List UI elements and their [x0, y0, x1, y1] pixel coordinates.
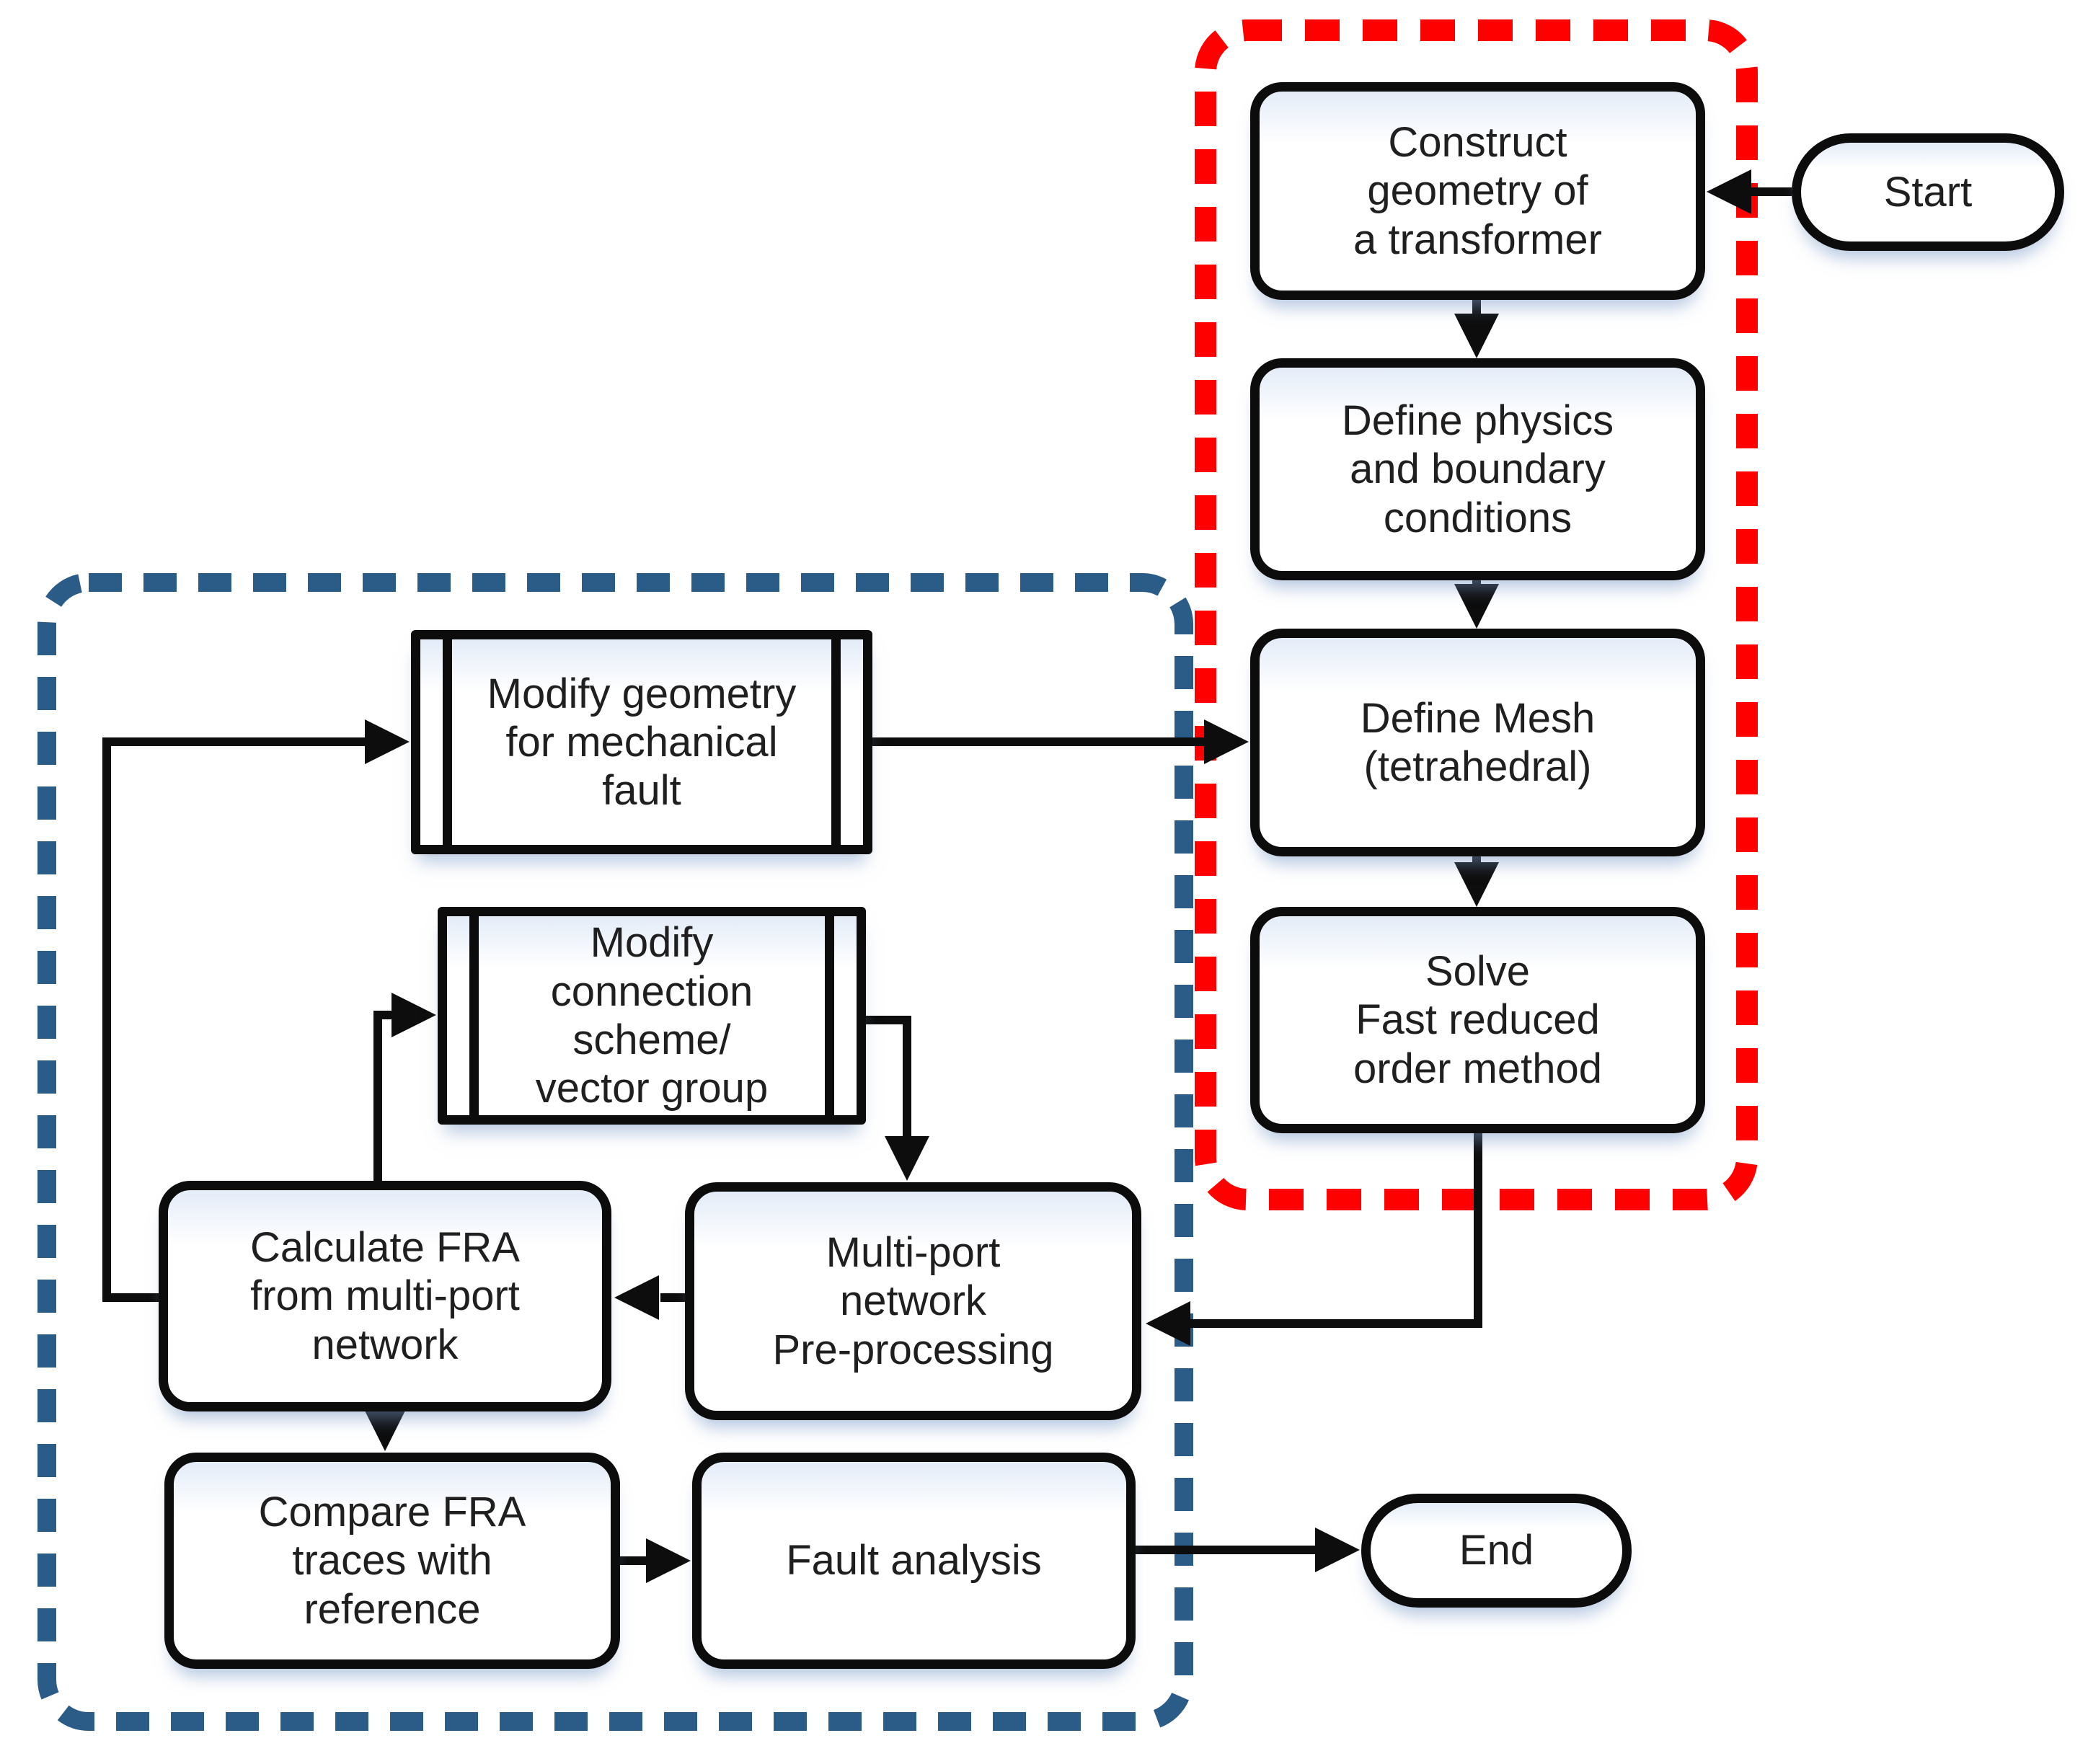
node-label: Solve Fast reduced order method: [1353, 948, 1602, 1092]
node-define-mesh: Define Mesh (tetrahedral): [1250, 629, 1705, 856]
arrowhead-calculate-to-compare: [363, 1406, 407, 1451]
node-modify-connection: Modify connection scheme/ vector group: [438, 907, 866, 1125]
node-modify-geometry: Modify geometry for mechanical fault: [411, 630, 872, 854]
arrowhead-calculate-to-modify-geometry: [365, 719, 410, 764]
node-label: End: [1459, 1527, 1534, 1574]
connector-calculate-to-modify-connection: [373, 1011, 393, 1181]
arrowhead-multiport-to-calculate: [614, 1275, 659, 1320]
arrowhead-solve-to-multiport: [1146, 1301, 1190, 1346]
node-label: Construct geometry of a transformer: [1353, 119, 1602, 263]
node-label: Compare FRA traces with reference: [258, 1489, 526, 1633]
node-label: Modify geometry for mechanical fault: [487, 670, 797, 815]
node-start: Start: [1792, 133, 2064, 251]
arrowhead-compare-to-fault: [646, 1538, 691, 1583]
predefined-process-bar-right: [825, 916, 834, 1115]
node-label: Start: [1883, 168, 1973, 216]
arrowhead-calculate-to-modify-connection: [392, 993, 436, 1037]
predefined-process-bar-left: [443, 639, 452, 845]
arrowhead-fault-to-end: [1315, 1528, 1360, 1572]
node-fault-analysis: Fault analysis: [692, 1453, 1136, 1669]
node-multiport-preprocessing: Multi-port network Pre-processing: [685, 1182, 1141, 1420]
node-label: Modify connection scheme/ vector group: [535, 919, 769, 1112]
connector-calculate-to-modify-geometry: [102, 737, 366, 1302]
arrowhead-mesh-to-solve: [1454, 862, 1499, 907]
node-label: Multi-port network Pre-processing: [772, 1229, 1054, 1373]
node-end: End: [1361, 1494, 1632, 1608]
arrowhead-construct-to-physics: [1454, 314, 1499, 358]
node-compare-fra: Compare FRA traces with reference: [164, 1453, 620, 1669]
analysis-group-border: [37, 573, 1193, 1731]
connector-solve-to-multiport: [1190, 1133, 1482, 1328]
arrowhead-modify-connection-to-multiport: [885, 1136, 929, 1181]
node-label: Fault analysis: [786, 1537, 1042, 1585]
node-define-physics: Define physics and boundary conditions: [1250, 358, 1705, 580]
node-construct-geometry: Construct geometry of a transformer: [1250, 82, 1705, 300]
node-solve: Solve Fast reduced order method: [1250, 907, 1705, 1133]
predefined-process-bar-left: [469, 916, 479, 1115]
connector-modify-connection-to-multiport: [866, 1016, 911, 1139]
node-label: Define physics and boundary conditions: [1341, 397, 1614, 541]
arrowhead-modify-geometry-to-mesh: [1204, 719, 1249, 764]
arrowhead-start-to-construct: [1707, 169, 1751, 214]
node-label: Calculate FRA from multi-port network: [250, 1224, 520, 1368]
predefined-process-bar-right: [831, 639, 841, 845]
arrowhead-physics-to-mesh: [1454, 584, 1499, 629]
node-label: Define Mesh (tetrahedral): [1360, 694, 1596, 790]
node-calculate-fra: Calculate FRA from multi-port network: [159, 1181, 611, 1411]
